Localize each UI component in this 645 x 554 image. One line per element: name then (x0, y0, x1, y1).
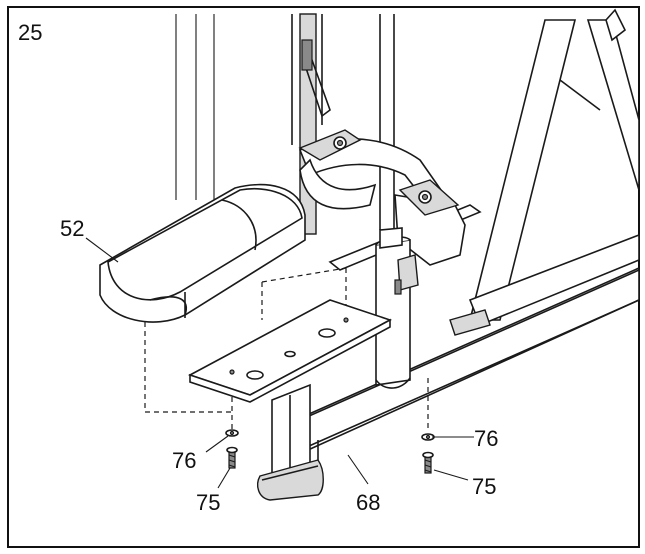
callout-washer-right: 76 (474, 426, 498, 451)
callout-bolt-left: 75 (196, 490, 220, 515)
callout-seat-pad: 52 (60, 216, 84, 241)
callout-frame: 68 (356, 490, 380, 515)
hardware-right (421, 433, 435, 474)
seat-post (375, 227, 419, 389)
hardware-left (225, 429, 239, 469)
seat-pad (99, 183, 306, 323)
callout-washer-left: 76 (172, 448, 196, 473)
seat-plate-tube (257, 383, 324, 501)
seat-plate (187, 299, 393, 403)
callout-bolt-right: 75 (472, 474, 496, 499)
leader-lines (85, 237, 474, 489)
thigh-pad-arm (298, 129, 466, 266)
base-rail (299, 267, 640, 460)
weight-stack-detail (301, 39, 331, 118)
step-number: 25 (18, 20, 42, 45)
right-a-frame (468, 8, 640, 327)
